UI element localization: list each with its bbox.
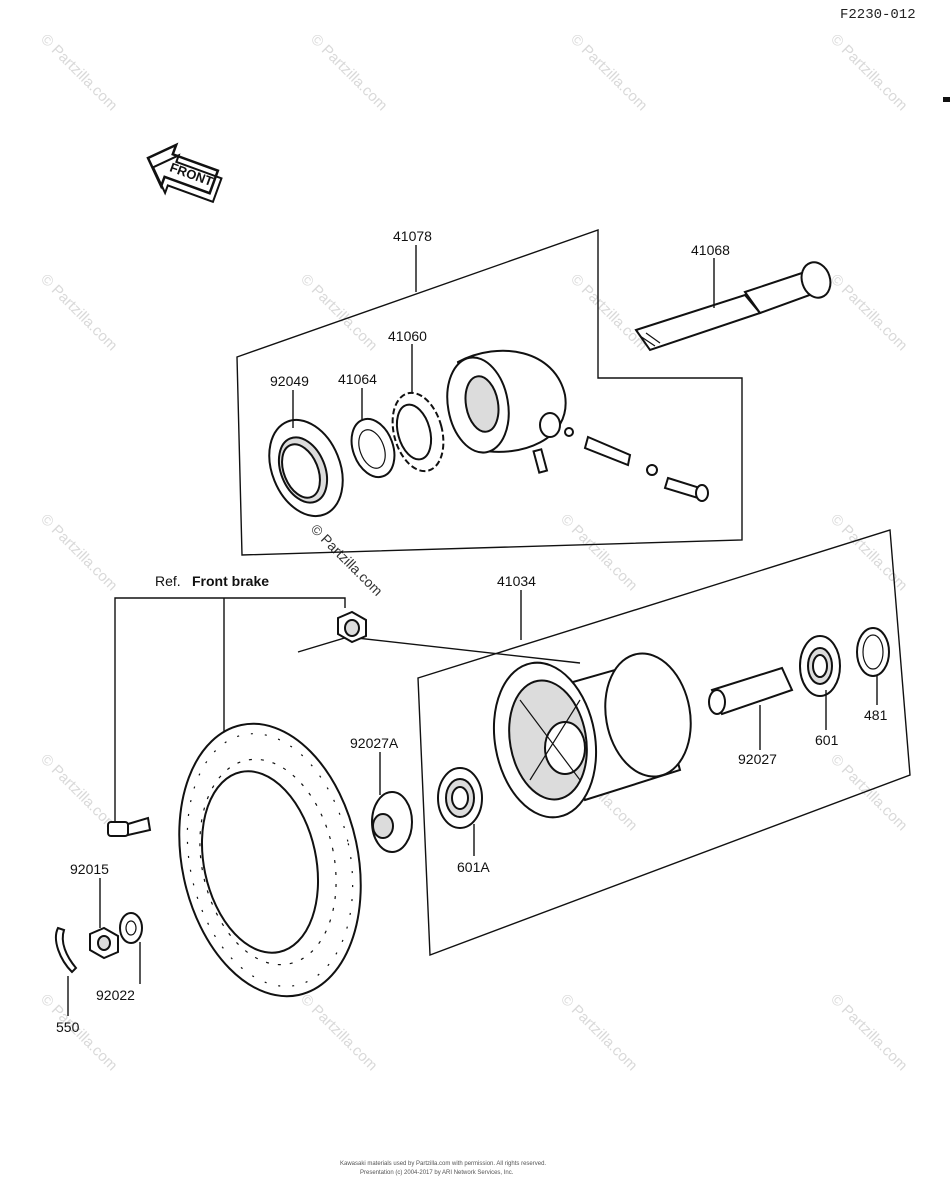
cotter-pin-550 <box>54 926 78 974</box>
speedometer-gear-housing <box>446 349 709 502</box>
callout-41060: 41060 <box>388 328 427 344</box>
retainer-41064 <box>350 417 396 479</box>
watermark: © Partzilla.com <box>297 991 380 1074</box>
watermark: © Partzilla.com <box>37 31 120 114</box>
watermark: © Partzilla.com <box>297 271 380 354</box>
gear-41060 <box>391 391 445 473</box>
brake-disc <box>178 722 362 998</box>
oil-seal-92049 <box>268 418 344 518</box>
watermark: © Partzilla.com <box>557 511 640 594</box>
group-outline-41078 <box>236 229 743 556</box>
callout-92027: 92027 <box>738 751 777 767</box>
edge-mark <box>943 97 950 102</box>
callout-41064: 41064 <box>338 371 377 387</box>
watermark: © Partzilla.com <box>827 751 910 834</box>
watermark: © Partzilla.com <box>827 31 910 114</box>
watermark: © Partzilla.com <box>308 521 386 599</box>
watermark-layer: © Partzilla.com © Partzilla.com © Partzi… <box>37 31 910 1074</box>
watermark: © Partzilla.com <box>827 991 910 1074</box>
callout-92022: 92022 <box>96 987 135 1003</box>
watermark: © Partzilla.com <box>827 511 910 594</box>
watermark: © Partzilla.com <box>557 991 640 1074</box>
castle-nut-92015 <box>89 926 119 960</box>
callout-41078: 41078 <box>393 228 432 244</box>
watermark: © Partzilla.com <box>307 31 390 114</box>
collar-92027A <box>371 791 413 853</box>
watermark: © Partzilla.com <box>827 271 910 354</box>
flange-nut <box>337 610 367 644</box>
spacer-92027 <box>708 666 794 716</box>
circlip-481 <box>856 627 890 677</box>
callout-92027A: 92027A <box>350 735 399 751</box>
callout-601: 601 <box>815 732 839 748</box>
callout-550: 550 <box>56 1019 80 1035</box>
ref-bracket <box>114 597 346 822</box>
wheel-hub <box>492 652 692 819</box>
ref-prefix: Ref. <box>155 573 181 589</box>
watermark: © Partzilla.com <box>37 751 120 834</box>
callout-41068: 41068 <box>691 242 730 258</box>
group-outline-41034 <box>417 529 911 956</box>
bearing-601 <box>799 635 841 697</box>
watermark: © Partzilla.com <box>567 271 650 354</box>
front-arrow-icon: FRONT <box>146 142 223 204</box>
callout-601A: 601A <box>457 859 490 875</box>
disc-bolt <box>107 816 152 837</box>
watermark: © Partzilla.com <box>567 31 650 114</box>
callout-481: 481 <box>864 707 888 723</box>
footer-presentation: Presentation (c) 2004-2017 by ARI Networ… <box>360 1170 514 1176</box>
axle-41068 <box>634 261 832 352</box>
washer-92022 <box>119 912 143 944</box>
footer-copyright: Kawasaki materials used by Partzilla.com… <box>340 1161 546 1167</box>
diagram-code: F2230-012 <box>840 7 916 23</box>
callout-41034: 41034 <box>497 573 536 589</box>
bearing-601A <box>437 767 483 829</box>
ref-front-brake: Front brake <box>192 573 269 589</box>
callout-92049: 92049 <box>270 373 309 389</box>
watermark: © Partzilla.com <box>37 511 120 594</box>
watermark: © Partzilla.com <box>37 271 120 354</box>
callout-92015: 92015 <box>70 861 109 877</box>
